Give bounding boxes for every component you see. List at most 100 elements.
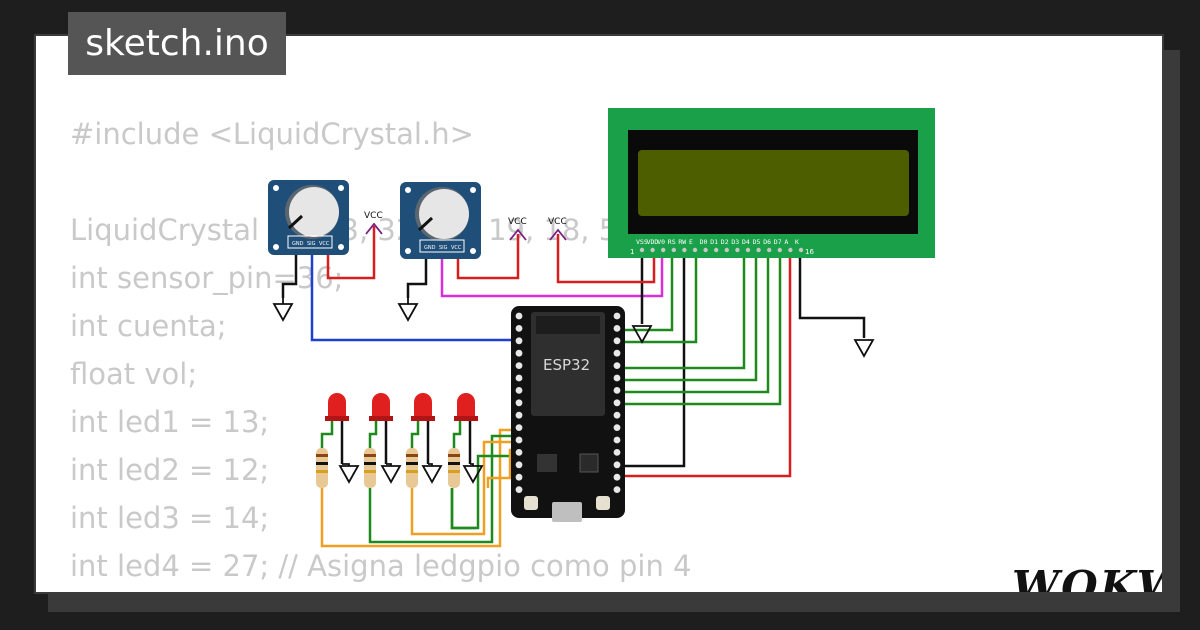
code-line: #include <LiquidCrystal.h> xyxy=(70,117,474,151)
wire-lcd-vdd xyxy=(556,234,656,284)
gnd-led1 xyxy=(338,463,360,484)
esp32-pin xyxy=(515,349,523,357)
esp32-pin xyxy=(515,387,523,394)
vcc-arrow-1 xyxy=(365,222,383,235)
esp32-pin xyxy=(515,424,523,431)
led-4 xyxy=(454,393,478,421)
lcd-pin-label: D6 xyxy=(763,238,771,246)
code-line: float vol; xyxy=(70,357,198,391)
esp32-pin xyxy=(613,424,621,431)
wire-pot2-sig xyxy=(440,246,664,298)
wire-pot1-gnd xyxy=(281,252,298,298)
lcd-pin xyxy=(650,247,655,253)
wire-lcd-rw xyxy=(624,246,686,468)
vcc-arrow-2 xyxy=(509,228,527,241)
esp32-pin xyxy=(515,399,523,407)
resistor-2 xyxy=(364,448,376,488)
wire-led2-anode xyxy=(368,420,378,448)
lcd-pin-label: K xyxy=(795,238,799,246)
esp32-pin xyxy=(613,337,621,345)
esp32-pin xyxy=(515,312,523,320)
lcd-pin-label: D3 xyxy=(731,238,739,246)
gnd-pot2 xyxy=(397,298,419,322)
lcd-pin-label: D2 xyxy=(721,238,729,246)
led-2 xyxy=(369,393,393,421)
lcd-pin xyxy=(767,247,772,253)
led-3 xyxy=(411,393,435,421)
pot2-pin-sig: SIG xyxy=(439,245,448,251)
pot2-pin-gnd: GND xyxy=(424,245,436,251)
lcd-pin-label: VDD xyxy=(647,238,659,246)
esp32-pin xyxy=(613,399,621,407)
potentiometer-2: GND SIG VCC xyxy=(400,182,481,259)
esp32-pin xyxy=(515,374,523,382)
wokwi-logo[interactable]: WOKWI xyxy=(1012,562,1162,594)
wire-lcd-d6 xyxy=(624,246,770,394)
esp32-pin xyxy=(515,362,523,369)
lcd-pin xyxy=(735,247,740,253)
sketch-title-tab[interactable]: sketch.ino xyxy=(68,12,286,75)
lcd-pin-label: A xyxy=(784,238,788,246)
lcd-pin-label: D1 xyxy=(710,238,718,246)
esp32-pins-left xyxy=(515,312,523,493)
esp32-pin xyxy=(515,436,523,444)
potentiometer-1: GND SIG VCC xyxy=(268,180,349,255)
vcc-arrow-3 xyxy=(549,228,567,241)
wire-lcd-d5 xyxy=(624,246,758,382)
wire-pot1-sig-blue xyxy=(310,252,522,342)
lcd-pin-label: D4 xyxy=(742,238,750,246)
lcd-pin xyxy=(703,247,708,253)
esp32-pin xyxy=(515,473,523,481)
esp32-pin xyxy=(515,325,523,332)
gnd-led4 xyxy=(462,463,484,484)
gnd-lcd-k xyxy=(853,339,875,358)
gnd-symbols xyxy=(272,298,875,484)
vcc-label-3: VCC xyxy=(548,217,567,227)
gnd-lcd-vss xyxy=(631,325,653,344)
wire-led3-gpio xyxy=(410,440,522,536)
wire-lcd-d7 xyxy=(624,246,782,406)
esp32-pin xyxy=(613,411,621,419)
lcd-pin-label: D7 xyxy=(774,238,782,246)
resistor-1 xyxy=(316,448,328,488)
wire-pot1-vcc xyxy=(326,226,376,280)
code-line: int led1 = 13; xyxy=(70,405,270,439)
lcd-pin-label: VSS xyxy=(636,238,648,246)
esp32-pin xyxy=(613,387,621,394)
lcd-pin xyxy=(671,247,676,253)
resistor-4 xyxy=(448,448,460,488)
esp32-pin xyxy=(515,337,523,345)
esp32-label: ESP32 xyxy=(543,356,590,374)
project-preview-card[interactable]: #include <LiquidCrystal.h>LiquidCrystal … xyxy=(34,34,1164,594)
lcd-pin xyxy=(798,247,804,253)
esp32-pin xyxy=(613,325,621,332)
lcd-pin xyxy=(714,247,719,253)
esp32-pin xyxy=(613,436,621,444)
code-line: int led3 = 14; xyxy=(70,501,270,535)
lcd-pin xyxy=(724,247,729,253)
lcd-pin-label: D0 xyxy=(700,238,708,246)
wires xyxy=(281,226,866,548)
lcd-pin xyxy=(777,247,782,253)
esp32-pin xyxy=(515,449,523,456)
wire-led1-anode xyxy=(320,420,334,448)
lcd-pin xyxy=(682,247,687,253)
wire-led2-gpio xyxy=(368,434,522,544)
wire-lcd-a xyxy=(624,246,792,478)
lcd-pin xyxy=(788,247,793,253)
led-1 xyxy=(325,393,349,421)
esp32-pin xyxy=(515,411,523,419)
resistor-3 xyxy=(406,448,418,488)
wire-led4-anode xyxy=(452,420,462,448)
wire-lcd-k xyxy=(798,246,866,338)
lcd-pin xyxy=(692,247,698,253)
lcd-pin xyxy=(639,247,645,253)
esp32-pin xyxy=(613,312,621,320)
esp32-pins-right xyxy=(613,312,621,493)
esp32-pin xyxy=(613,362,621,369)
wire-led1-gpio xyxy=(320,428,522,548)
wire-led3-anode xyxy=(410,420,420,448)
resistor-group xyxy=(316,448,460,488)
